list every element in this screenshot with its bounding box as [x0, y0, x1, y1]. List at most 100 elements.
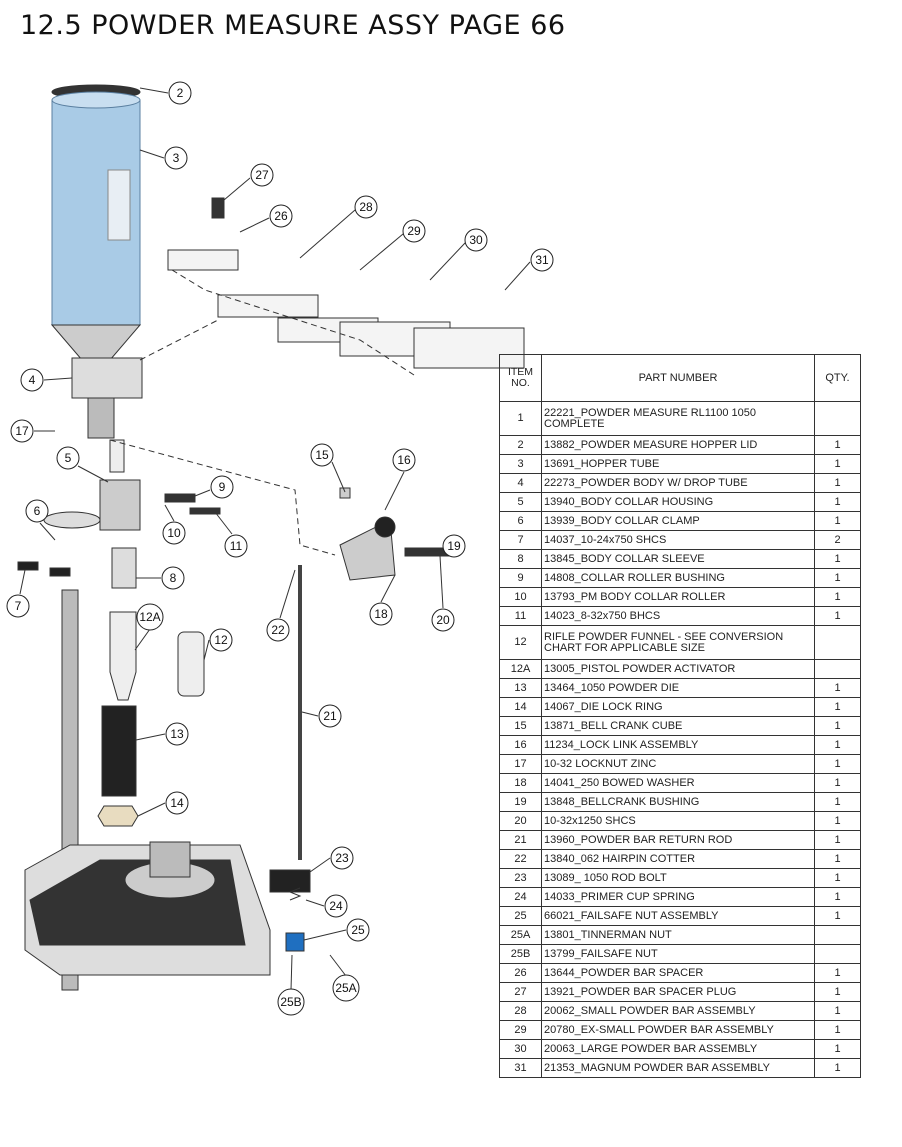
quantity: 1	[814, 549, 861, 569]
callout-circle	[136, 603, 164, 631]
header-qty: QTY.	[814, 354, 861, 402]
part-number: 13871_BELL CRANK CUBE	[541, 716, 815, 736]
callout-text: 28	[359, 200, 373, 214]
quantity: 1	[814, 773, 861, 793]
callout-circle	[162, 521, 186, 545]
quantity: 1	[814, 1058, 861, 1078]
callout-circle	[165, 722, 189, 746]
quantity: 1	[814, 735, 861, 755]
callout-circle	[464, 228, 488, 252]
callout-10: 10	[162, 521, 186, 545]
callout-text: 16	[397, 453, 411, 467]
part-number: 13793_PM BODY COLLAR ROLLER	[541, 587, 815, 607]
quantity	[814, 925, 861, 945]
callout-12a: 12A	[136, 603, 164, 631]
callout-19: 19	[442, 534, 466, 558]
part-number: 13005_PISTOL POWDER ACTIVATOR	[541, 659, 815, 679]
item-number: 13	[499, 678, 542, 698]
callout-circle	[324, 894, 348, 918]
part-number: 11234_LOCK LINK ASSEMBLY	[541, 735, 815, 755]
quantity: 1	[814, 1020, 861, 1040]
callout-6: 6	[25, 499, 49, 523]
callout-13: 13	[165, 722, 189, 746]
item-number: 27	[499, 982, 542, 1002]
callout-text: 5	[65, 451, 72, 465]
callout-text: 19	[447, 539, 461, 553]
callout-text: 29	[407, 224, 421, 238]
callout-text: 13	[170, 727, 184, 741]
item-number: 10	[499, 587, 542, 607]
part-number: 13882_POWDER MEASURE HOPPER LID	[541, 435, 815, 455]
callout-30: 30	[464, 228, 488, 252]
callout-circle	[10, 419, 34, 443]
part-number: 13799_FAILSAFE NUT	[541, 944, 815, 964]
callout-16: 16	[392, 448, 416, 472]
callout-text: 25B	[280, 995, 301, 1009]
item-number: 21	[499, 830, 542, 850]
page-title: 12.5 POWDER MEASURE ASSY PAGE 66	[20, 10, 566, 41]
callout-text: 30	[469, 233, 483, 247]
item-number: 26	[499, 963, 542, 983]
part-number: 13921_POWDER BAR SPACER PLUG	[541, 982, 815, 1002]
callout-circle	[56, 446, 80, 470]
part-number: 14037_10-24x750 SHCS	[541, 530, 815, 550]
part-number: 10-32 LOCKNUT ZINC	[541, 754, 815, 774]
callout-text: 23	[335, 851, 349, 865]
part-number: 13845_BODY COLLAR SLEEVE	[541, 549, 815, 569]
callout-31: 31	[530, 248, 554, 272]
callout-text: 18	[374, 607, 388, 621]
callout-text: 15	[315, 448, 329, 462]
quantity: 1	[814, 492, 861, 512]
callout-text: 27	[255, 168, 269, 182]
part-number: 13939_BODY COLLAR CLAMP	[541, 511, 815, 531]
callout-text: 2	[177, 86, 184, 100]
callout-text: 11	[230, 539, 243, 553]
callout-text: 21	[323, 709, 337, 723]
callout-circle	[269, 204, 293, 228]
quantity	[814, 625, 861, 660]
callout-circle	[402, 219, 426, 243]
quantity: 1	[814, 754, 861, 774]
callout-text: 6	[34, 504, 41, 518]
quantity: 1	[814, 963, 861, 983]
quantity: 1	[814, 678, 861, 698]
item-number: 7	[499, 530, 542, 550]
callout-circle	[318, 704, 342, 728]
callout-circle	[164, 146, 188, 170]
quantity: 1	[814, 587, 861, 607]
part-number: 13801_TINNERMAN NUT	[541, 925, 815, 945]
part-number: 13960_POWDER BAR RETURN ROD	[541, 830, 815, 850]
callout-24: 24	[324, 894, 348, 918]
callout-text: 10	[167, 526, 181, 540]
item-number: 31	[499, 1058, 542, 1078]
callout-text: 26	[274, 209, 288, 223]
callout-text: 7	[15, 599, 22, 613]
part-number: 20062_SMALL POWDER BAR ASSEMBLY	[541, 1001, 815, 1021]
quantity: 1	[814, 849, 861, 869]
callout-circle	[332, 974, 360, 1002]
part-number: 13691_HOPPER TUBE	[541, 454, 815, 474]
callout-text: 4	[29, 373, 36, 387]
part-number: 14067_DIE LOCK RING	[541, 697, 815, 717]
callout-25b: 25B	[277, 988, 305, 1016]
callout-7: 7	[6, 594, 30, 618]
callout-circle	[250, 163, 274, 187]
